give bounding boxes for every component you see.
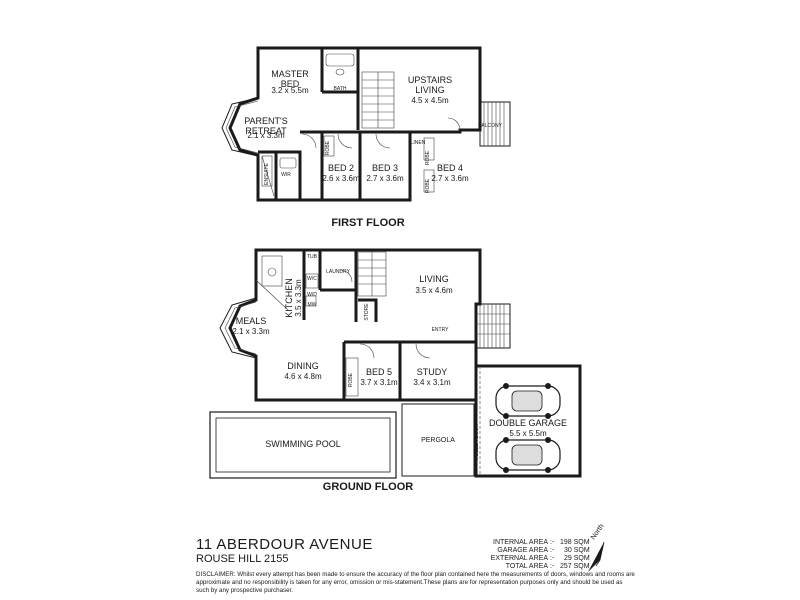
meals-dim: 2.1 x 3.3m — [232, 327, 270, 336]
study-dim: 3.4 x 3.1m — [413, 378, 451, 387]
area-label-total: TOTAL AREA — [505, 563, 548, 570]
area-label-external: EXTERNAL AREA — [490, 555, 548, 562]
robe-label-c: ROBE — [425, 178, 431, 193]
north-label: North — [590, 523, 606, 541]
balcony-label: BALCONY — [478, 123, 503, 129]
tub-label: TUB — [307, 254, 318, 260]
bed5-dim: 3.7 x 3.1m — [360, 378, 398, 387]
laundry-label: LAUNDRY — [326, 269, 350, 275]
garage-dim: 5.5 x 5.5m — [509, 429, 547, 438]
first-floor-title: FIRST FLOOR — [331, 217, 404, 229]
bath-label: BATH — [334, 86, 347, 92]
pool-label: SWIMMING POOL — [265, 439, 341, 449]
area-label-internal: INTERNAL AREA — [493, 539, 548, 546]
dining-dim: 4.6 x 4.8m — [284, 372, 322, 381]
robe-label-b: ROBE — [425, 150, 431, 165]
garage-label: DOUBLE GARAGE — [489, 418, 567, 428]
study-label: STUDY — [417, 367, 448, 377]
store-label: STORE — [364, 303, 370, 321]
bed3-label: BED 3 — [372, 163, 398, 173]
bed4-dim: 2.7 x 3.6m — [431, 174, 469, 183]
kitchen-dim: 3.5 x 3.3m — [294, 279, 303, 317]
address-line2: ROUSE HILL 2155 — [196, 553, 289, 565]
area-value-garage: 30 SQM — [564, 547, 590, 554]
dining-label: DINING — [287, 361, 319, 371]
bed2-label: BED 2 — [328, 163, 354, 173]
wc-label: W/C — [307, 276, 317, 282]
ground-floor-title: GROUND FLOOR — [323, 481, 413, 493]
disclaimer: DISCLAIMER: Whilst every attempt has bee… — [196, 571, 635, 594]
roller-door-label: ROLLER DOOR — [474, 423, 480, 460]
area-value-total: 257 SQM — [560, 563, 590, 570]
wir-label: WIR — [281, 172, 291, 178]
area-sep: :- — [550, 555, 555, 562]
master-bed-dim: 3.2 x 5.5m — [271, 86, 309, 95]
linen-label: LINEN — [411, 140, 426, 146]
upstairs-living-dim: 4.5 x 4.5m — [411, 96, 449, 105]
kitchen-label: KITCHEN — [284, 278, 294, 318]
robe-label: ROBE — [348, 372, 354, 387]
area-sep: :- — [550, 563, 555, 570]
ensuite-label: ENSUITE — [264, 163, 270, 185]
north-arrow-icon — [588, 541, 605, 572]
bed2-dim: 2.6 x 3.6m — [322, 174, 360, 183]
area-value-external: 29 SQM — [564, 555, 590, 562]
meals-label: MEALS — [236, 316, 267, 326]
car-icon-2 — [495, 437, 561, 473]
area-label-garage: GARAGE AREA — [497, 547, 548, 554]
bed3-dim: 2.7 x 3.6m — [366, 174, 404, 183]
area-sep: :- — [550, 539, 555, 546]
bed4-label: BED 4 — [437, 163, 463, 173]
area-sep: :- — [550, 547, 555, 554]
bed5-label: BED 5 — [366, 367, 392, 377]
first-floor-plan — [221, 46, 511, 202]
living-dim: 3.5 x 4.6m — [415, 286, 453, 295]
car-icon-1 — [495, 383, 561, 419]
living-label: LIVING — [419, 274, 449, 284]
pergola-label: PERGOLA — [421, 437, 455, 444]
area-value-internal: 198 SQM — [560, 539, 590, 546]
ground-floor-plan — [209, 248, 582, 479]
parents-retreat-dim: 2.1 x 3.3m — [247, 131, 285, 140]
address-line1: 11 ABERDOUR AVENUE — [196, 536, 373, 553]
entry-label: ENTRY — [432, 327, 450, 333]
robe-label-a: ROBE — [325, 140, 331, 155]
